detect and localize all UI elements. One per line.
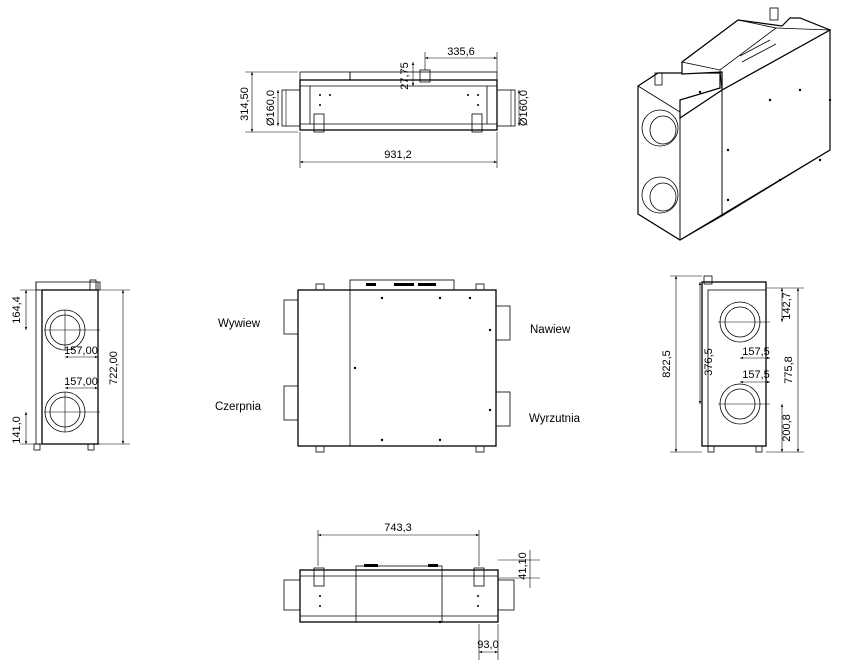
top-small-dim: 27,75 [399,62,411,90]
bottom-width-dim: 743,3 [384,522,412,534]
label-nawiew: Nawiew [530,324,571,336]
right-upper-offset: 157,5 [742,346,770,358]
top-width-dim: 931,2 [384,149,412,161]
bottom-height-dim: 41,10 [517,552,529,580]
top-height-dim: 314,50 [239,87,251,121]
right-top-dim: 142,7 [781,292,793,320]
right-bottom-dim: 200,8 [781,414,793,442]
top-right-duct-dia: Ø160,0 [518,90,530,126]
label-czerpnia: Czerpnia [215,401,262,413]
top-view: 931,2 314,50 Ø160,0 Ø160,0 335,6 27,75 [239,46,530,168]
right-side-view: 822,5 376,5 157,5 157,5 142,7 200,8 775,… [661,275,804,453]
bottom-view: 743,3 41,10 93,0 [283,522,540,660]
isometric-unit-icon [637,7,832,241]
bottom-foot-dim: 93,0 [477,639,498,651]
right-lower-offset: 157,5 [742,369,770,381]
right-span-dim: 775,8 [783,356,795,384]
top-left-duct-dia: Ø160,0 [265,90,277,126]
label-wywiew: Wywiew [218,318,261,330]
left-height-dim: 722,00 [108,351,120,385]
left-lower-offset: 157,00 [64,376,98,388]
label-wyrzutnia: Wyrzutnia [529,413,581,425]
left-bottom-dim: 141,0 [11,416,23,444]
right-total-height: 822,5 [661,350,673,378]
top-offset-dim: 335,6 [447,46,475,58]
right-mid-height: 376,5 [703,348,715,376]
front-view: Wywiew Czerpnia Nawiew Wyrzutnia [215,279,581,453]
left-top-dim: 164,4 [11,296,23,324]
left-upper-offset: 157,00 [64,345,98,357]
left-side-view: 164,4 141,0 722,00 157,00 157,00 [11,279,130,451]
